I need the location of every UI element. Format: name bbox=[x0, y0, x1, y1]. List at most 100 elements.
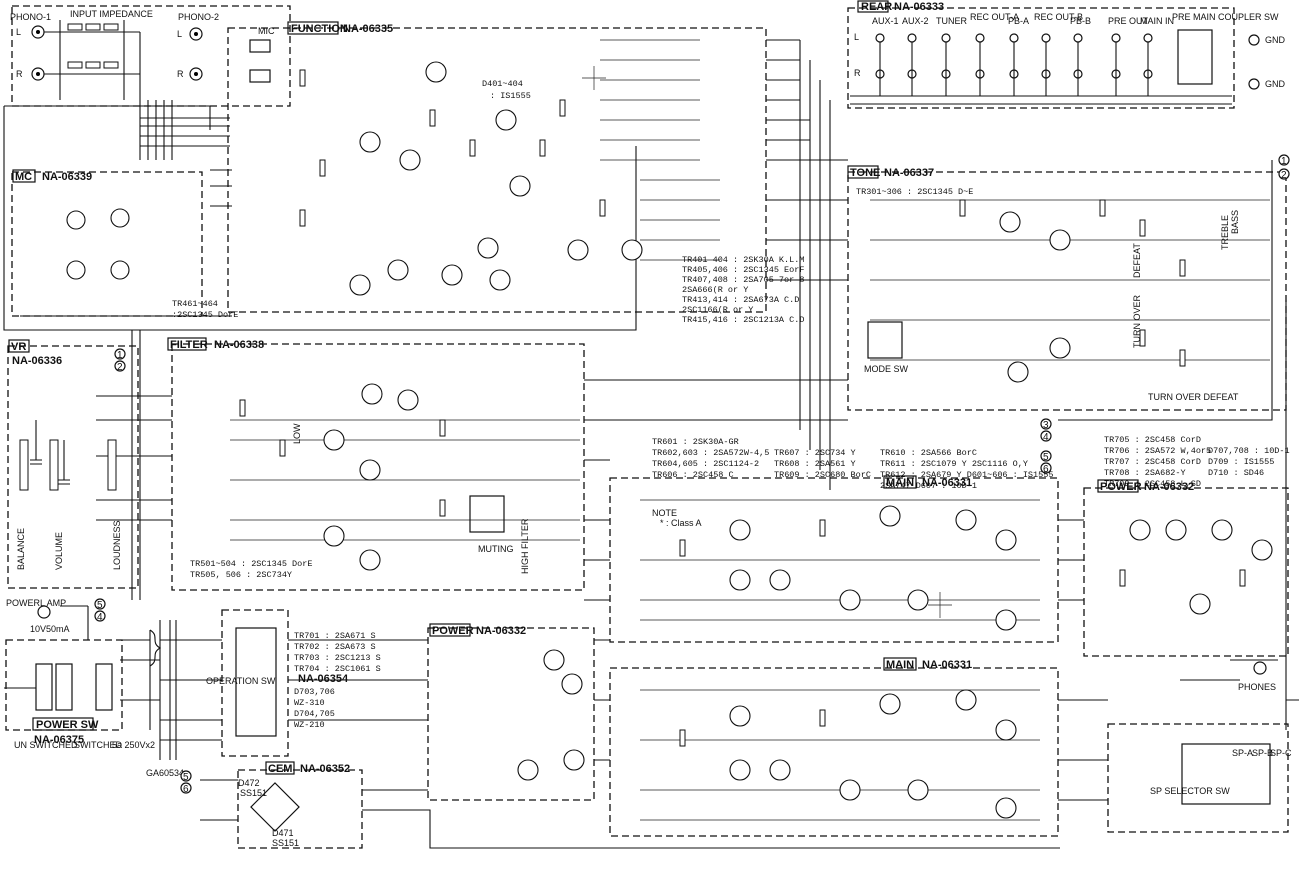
sp-selector-switch: SP SELECTOR SW SP-A SP-B SP-C bbox=[1150, 743, 1292, 805]
impedance-resistors bbox=[44, 20, 141, 100]
svg-text:TR704 : 2SC1061 S: TR704 : 2SC1061 S bbox=[294, 664, 381, 674]
rear-bus-wires bbox=[850, 42, 1232, 105]
svg-text:MAIN IN: MAIN IN bbox=[1140, 16, 1174, 26]
svg-text:SS151: SS151 bbox=[240, 788, 267, 798]
vr-block bbox=[7, 345, 139, 589]
svg-text:2SA666(R or Y: 2SA666(R or Y bbox=[682, 285, 748, 295]
svg-text:NA-06332: NA-06332 bbox=[476, 625, 526, 637]
tone-notes: TR301~306 : 2SC1345 D~E TURN OVER DEFEAT… bbox=[856, 187, 1240, 402]
svg-text:BALANCE: BALANCE bbox=[16, 528, 26, 570]
svg-text:TR608 : 2SA561 Y: TR608 : 2SA561 Y bbox=[774, 459, 856, 469]
operation-sw-block bbox=[221, 609, 289, 757]
power-sw-block bbox=[5, 639, 123, 731]
phono1-jack: PHONO-1 L R bbox=[10, 12, 51, 81]
svg-text:MAIN: MAIN bbox=[886, 659, 914, 671]
svg-text:REC OUT-A: REC OUT-A bbox=[970, 12, 1019, 22]
svg-text:PRE MAIN COUPLER SW: PRE MAIN COUPLER SW bbox=[1172, 12, 1279, 22]
svg-text:TR601 : 2SK30A-GR: TR601 : 2SK30A-GR bbox=[652, 437, 739, 447]
svg-text:TR301~306 : 2SC1345 D~E: TR301~306 : 2SC1345 D~E bbox=[856, 187, 973, 197]
svg-text:L: L bbox=[177, 29, 182, 39]
tone-block bbox=[847, 171, 1287, 411]
svg-text:6: 6 bbox=[183, 784, 189, 795]
svg-text:TR413,414 : 2SA673A C.D: TR413,414 : 2SA673A C.D bbox=[682, 295, 799, 305]
svg-text:4: 4 bbox=[1043, 432, 1049, 443]
svg-text:PHONO-1: PHONO-1 bbox=[10, 12, 51, 22]
svg-text:WZ-310: WZ-310 bbox=[294, 698, 325, 708]
svg-text:3: 3 bbox=[1043, 420, 1049, 431]
svg-text:6: 6 bbox=[1043, 464, 1049, 475]
svg-text:CEM: CEM bbox=[268, 763, 292, 775]
svg-text:TR407,408 : 2SA705-7or-8: TR407,408 : 2SA705-7or-8 bbox=[682, 275, 804, 285]
filter-block bbox=[171, 343, 585, 591]
muting-switch: MUTING bbox=[469, 495, 514, 554]
svg-text:TR611 : 2SC1079 Y 2SC1116 O,: TR611 : 2SC1079 Y 2SC1116 O,Y bbox=[880, 459, 1028, 469]
power-title-right: POWER NA-06332 bbox=[1097, 479, 1194, 493]
svg-text:R: R bbox=[854, 68, 861, 78]
main-block-bottom bbox=[609, 667, 1059, 837]
svg-text:TR705 : 2SC458 CorD: TR705 : 2SC458 CorD bbox=[1104, 435, 1201, 445]
svg-text:POWER: POWER bbox=[1100, 481, 1142, 493]
svg-text:SS151: SS151 bbox=[272, 838, 299, 848]
svg-text:TR708 : 2SA682-Y: TR708 : 2SA682-Y bbox=[1104, 468, 1186, 478]
svg-text:NOTE: NOTE bbox=[652, 508, 677, 518]
cem-title: CEM NA-06352 bbox=[265, 761, 350, 775]
function-title: FUNCTION NA-06335 bbox=[287, 21, 393, 35]
svg-text:POWERL AMP: POWERL AMP bbox=[6, 598, 66, 608]
svg-text:BASS: BASS bbox=[1230, 210, 1240, 234]
svg-text:TR505, 506 : 2SC734Y: TR505, 506 : 2SC734Y bbox=[190, 570, 292, 580]
svg-text:2SC1166(R or Y: 2SC1166(R or Y bbox=[682, 305, 753, 315]
svg-text:: IS1555: : IS1555 bbox=[490, 91, 531, 101]
svg-text:GA60534: GA60534 bbox=[146, 768, 184, 778]
svg-text:VR: VR bbox=[11, 341, 26, 353]
svg-text:TR706 : 2SA572 W,4or5: TR706 : 2SA572 W,4or5 bbox=[1104, 446, 1211, 456]
power-switch-area: POWERL AMP 10V50mA UN SWITCHED SWITCHED … bbox=[4, 598, 184, 778]
svg-text:2: 2 bbox=[1281, 170, 1287, 181]
svg-text:NA-06331: NA-06331 bbox=[922, 477, 972, 489]
marker-numbers: 1 2 1 2 3 4 5 6 5 4 5 6 bbox=[94, 154, 1290, 795]
svg-text:SWITCHED: SWITCHED bbox=[74, 740, 122, 750]
svg-text:SP SELECTOR SW: SP SELECTOR SW bbox=[1150, 786, 1230, 796]
svg-text:TURN OVER DEFEAT: TURN OVER DEFEAT bbox=[1148, 392, 1239, 402]
vr-title: VR NA-06336 bbox=[8, 339, 62, 367]
power-block-right bbox=[1083, 487, 1289, 657]
svg-text:GND: GND bbox=[1265, 35, 1286, 45]
cem-bridge: D472 SS151 D471 SS151 bbox=[238, 778, 300, 848]
registration-marks bbox=[582, 66, 952, 618]
svg-text:L: L bbox=[854, 32, 859, 42]
function-tr-list: TR401 404 : 2SK30A K.L.M TR405,406 : 2SC… bbox=[682, 255, 804, 325]
tone-title: TONE NA-06337 bbox=[847, 165, 934, 179]
passive-components bbox=[19, 69, 1246, 747]
svg-text:R: R bbox=[16, 69, 23, 79]
transistors bbox=[66, 61, 1273, 819]
svg-text:REC OUT-B: REC OUT-B bbox=[1034, 12, 1083, 22]
svg-text:NA-06338: NA-06338 bbox=[214, 339, 264, 351]
operation-parts-list: TR701 : 2SA671 S TR702 : 2SA673 S TR703 … bbox=[294, 631, 381, 730]
svg-text:POWER: POWER bbox=[432, 625, 474, 637]
svg-text:AUX-2: AUX-2 bbox=[902, 16, 929, 26]
phono-input-block bbox=[11, 5, 291, 107]
input-impedance-label: INPUT IMPEDANCE bbox=[70, 9, 153, 19]
svg-text:1: 1 bbox=[117, 350, 123, 361]
main-title-top: MAIN NA-06331 bbox=[883, 475, 972, 489]
transformer bbox=[149, 620, 177, 760]
svg-text:NA-06331: NA-06331 bbox=[922, 659, 972, 671]
svg-text:LOW: LOW bbox=[292, 423, 302, 444]
svg-text:1: 1 bbox=[1281, 156, 1287, 167]
svg-text:NA-06375: NA-06375 bbox=[34, 734, 84, 746]
svg-text:TR707 : 2SC458 CorD: TR707 : 2SC458 CorD bbox=[1104, 457, 1201, 467]
svg-text:UN SWITCHED: UN SWITCHED bbox=[14, 740, 78, 750]
phono2-jack: PHONO-2 L R bbox=[177, 12, 219, 81]
svg-text:FUNCTION: FUNCTION bbox=[291, 23, 348, 35]
power-parts-list: TR705 : 2SC458 CorD TR706 : 2SA572 W,4or… bbox=[1104, 435, 1290, 489]
rear-block bbox=[847, 7, 1235, 109]
svg-text:PHONES: PHONES bbox=[1238, 682, 1276, 692]
filter-notes: TR501~504 : 2SC1345 DorE TR505, 506 : 2S… bbox=[190, 423, 530, 580]
svg-text:TR709 : 2SC458 L,SD: TR709 : 2SC458 L,SD bbox=[1104, 479, 1201, 489]
mode-switch: MODE SW bbox=[864, 321, 909, 374]
svg-text:5: 5 bbox=[1043, 452, 1049, 463]
signal-bus bbox=[230, 39, 1270, 821]
svg-text:TREBLE: TREBLE bbox=[1220, 215, 1230, 250]
svg-text:5: 5 bbox=[97, 600, 103, 611]
rear-title: REAR NA-06333 bbox=[857, 0, 944, 13]
svg-text:TR612 : 2SA679 Y D601~606 :: TR612 : 2SA679 Y D601~606 : IS1555 bbox=[880, 470, 1053, 480]
